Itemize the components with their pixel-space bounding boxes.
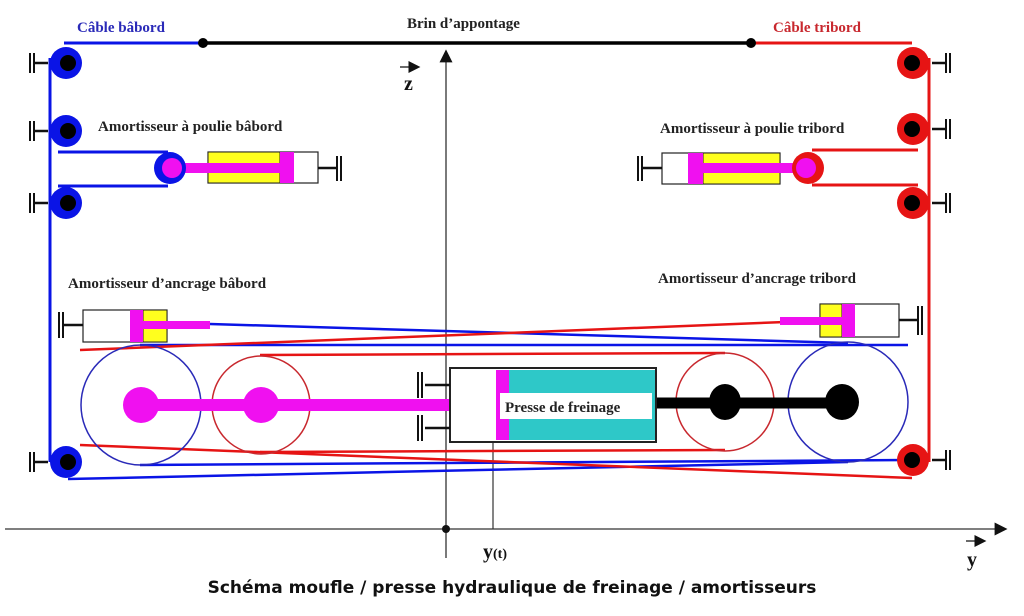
amortisseur-poulie-babord-label: Amortisseur à poulie bâbord [98, 119, 283, 135]
moufle [80, 341, 909, 466]
pulley-babord-1 [28, 47, 82, 79]
pulley-tribord-3 [897, 187, 952, 219]
figure-caption: Schéma moufle / presse hydraulique de fr… [207, 578, 817, 598]
cable-babord-label: Câble bâbord [77, 20, 166, 36]
z-axis-label: z [404, 73, 413, 95]
origin-point [442, 525, 450, 533]
amortisseur-ancrage-babord-label: Amortisseur d’ancrage bâbord [68, 276, 267, 292]
pulley-tribord-1 [897, 47, 952, 79]
amortisseur-poulie-tribord: Amortisseur à poulie tribord [637, 121, 845, 185]
y-t-label: y(t) [483, 541, 507, 563]
brin-appontage: Brin d’appontage [64, 16, 912, 48]
pulley-babord-2 [28, 115, 82, 147]
pulley-tribord-2 [897, 113, 952, 145]
pulley-tribord-4 [897, 444, 952, 476]
pulley-babord-4 [28, 446, 82, 478]
presse-freinage: Presse de freinage [417, 367, 657, 443]
y-axis-label: y [967, 549, 977, 571]
presse-label: Presse de freinage [505, 400, 621, 416]
amortisseur-ancrage-tribord-label: Amortisseur d’ancrage tribord [658, 271, 857, 287]
cable-babord: Câble bâbord [28, 20, 909, 481]
axes: z y y(t) [5, 49, 1008, 571]
brin-attach-left [198, 38, 208, 48]
cable-tribord: Câble tribord [79, 20, 952, 480]
amortisseur-ancrage-tribord: Amortisseur d’ancrage tribord [658, 271, 923, 338]
amortisseur-ancrage-babord: Amortisseur d’ancrage bâbord [58, 276, 267, 343]
amortisseur-poulie-babord: Amortisseur à poulie bâbord [98, 119, 342, 184]
cable-tribord-label: Câble tribord [773, 20, 862, 36]
pulley-babord-3 [28, 187, 82, 219]
amortisseur-poulie-tribord-label: Amortisseur à poulie tribord [660, 121, 845, 137]
brin-attach-right [746, 38, 756, 48]
brin-label: Brin d’appontage [407, 16, 520, 32]
